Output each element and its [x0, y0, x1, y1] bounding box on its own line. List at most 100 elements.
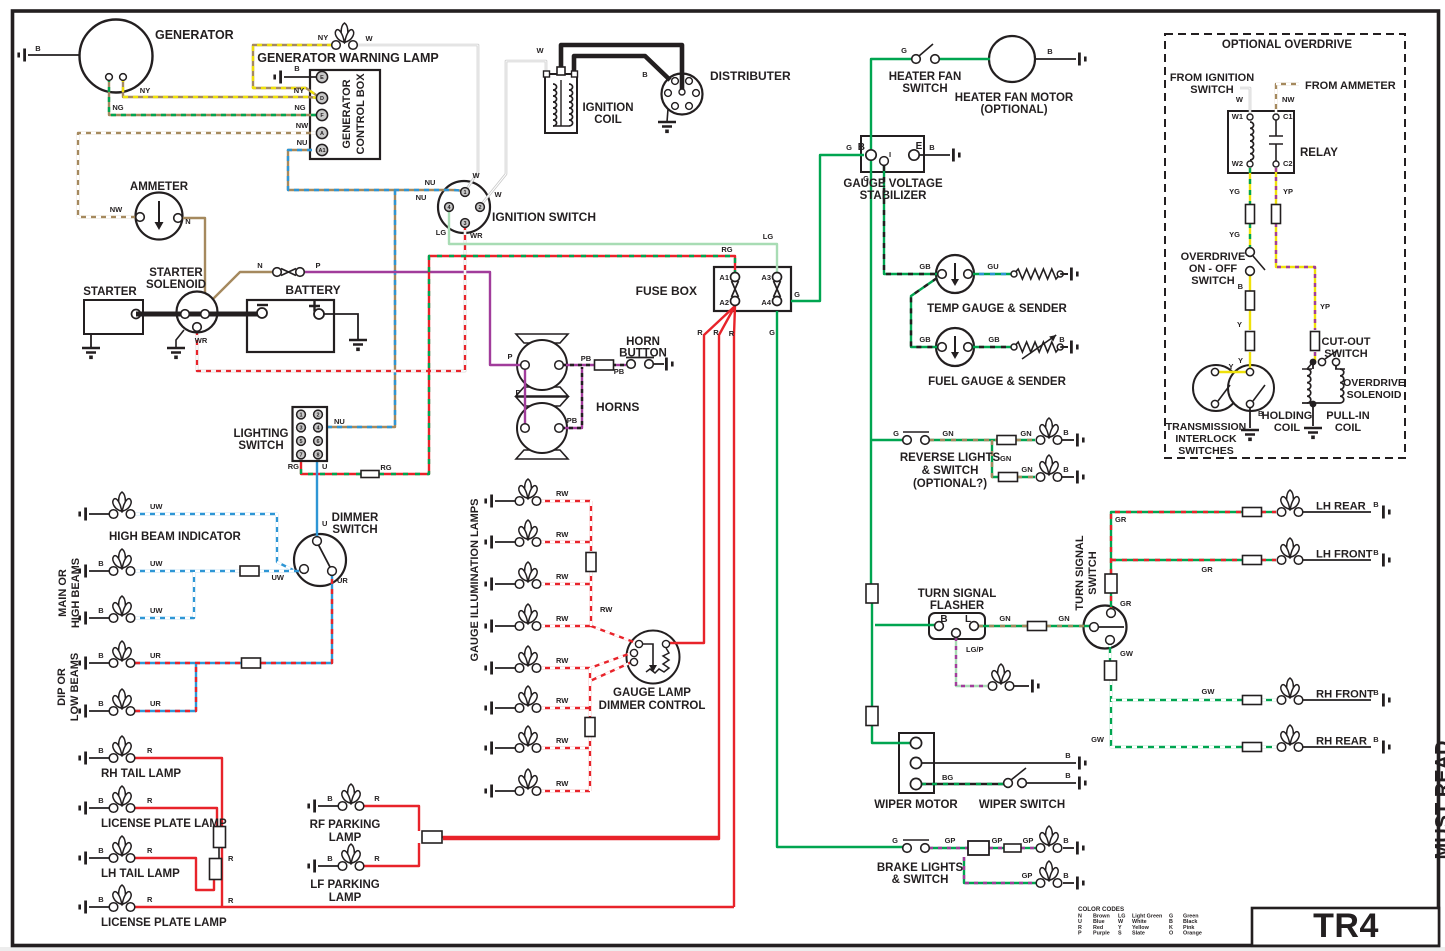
- svg-text:8: 8: [316, 453, 319, 459]
- svg-text:COLOR CODES: COLOR CODES: [1078, 906, 1124, 913]
- svg-text:A2: A2: [719, 298, 729, 307]
- svg-text:B: B: [327, 794, 333, 803]
- svg-text:LICENSE PLATE LAMP: LICENSE PLATE LAMP: [101, 917, 227, 929]
- svg-text:B: B: [327, 854, 333, 863]
- svg-text:RW: RW: [556, 779, 569, 788]
- svg-text:C2: C2: [1283, 159, 1293, 168]
- svg-text:YP: YP: [1320, 302, 1330, 311]
- svg-text:S: S: [1118, 931, 1122, 937]
- svg-text:GP: GP: [945, 836, 956, 845]
- svg-text:G: G: [769, 328, 775, 337]
- svg-text:G: G: [892, 836, 898, 845]
- svg-text:G: G: [901, 46, 907, 55]
- svg-text:GU: GU: [987, 262, 998, 271]
- svg-text:B: B: [1065, 771, 1071, 780]
- svg-text:SOLENOID: SOLENOID: [1347, 389, 1402, 401]
- svg-text:PB: PB: [567, 416, 578, 425]
- svg-text:5: 5: [299, 439, 302, 445]
- svg-text:RELAY: RELAY: [1300, 147, 1338, 159]
- svg-text:SWITCH: SWITCH: [1087, 551, 1099, 594]
- svg-text:CUT-OUT: CUT-OUT: [1322, 336, 1371, 348]
- svg-text:R: R: [147, 746, 153, 755]
- svg-text:W1: W1: [1232, 112, 1243, 121]
- svg-text:LAMP: LAMP: [329, 832, 362, 844]
- svg-text:TR4: TR4: [1313, 907, 1379, 945]
- svg-text:3: 3: [463, 221, 466, 227]
- svg-text:TEMP GAUGE & SENDER: TEMP GAUGE & SENDER: [927, 303, 1067, 315]
- svg-text:Yellow: Yellow: [1132, 925, 1150, 931]
- svg-text:HORNS: HORNS: [596, 400, 639, 414]
- svg-text:U: U: [322, 519, 327, 528]
- svg-text:P: P: [515, 388, 520, 397]
- svg-text:YG: YG: [1229, 187, 1240, 196]
- svg-text:ON - OFF: ON - OFF: [1189, 263, 1238, 275]
- svg-text:UW: UW: [150, 559, 163, 568]
- svg-text:G: G: [794, 290, 800, 299]
- svg-text:G: G: [1169, 914, 1173, 920]
- svg-text:WIPER MOTOR: WIPER MOTOR: [874, 799, 958, 811]
- svg-text:P: P: [315, 261, 320, 270]
- svg-text:Blue: Blue: [1093, 919, 1105, 925]
- svg-text:W: W: [536, 46, 544, 55]
- svg-text:B: B: [98, 895, 104, 904]
- svg-text:RW: RW: [600, 605, 613, 614]
- svg-text:2: 2: [316, 413, 319, 419]
- svg-text:G: G: [863, 174, 869, 183]
- svg-text:B: B: [98, 796, 104, 805]
- svg-text:LG: LG: [763, 232, 774, 241]
- svg-text:HEATER FAN: HEATER FAN: [889, 71, 962, 83]
- svg-text:Y: Y: [1237, 320, 1242, 329]
- svg-text:FROM AMMETER: FROM AMMETER: [1305, 80, 1396, 92]
- svg-text:MUST READ: MUST READ: [1432, 741, 1445, 860]
- svg-text:B: B: [1063, 871, 1069, 880]
- svg-text:TRANSMISSION: TRANSMISSION: [1166, 421, 1247, 433]
- svg-text:White: White: [1132, 919, 1147, 925]
- svg-text:B: B: [1373, 735, 1379, 744]
- svg-text:B: B: [98, 559, 104, 568]
- svg-text:CONTROL BOX: CONTROL BOX: [355, 73, 367, 155]
- svg-text:HIGH BEAMS: HIGH BEAMS: [70, 558, 82, 628]
- svg-text:B: B: [294, 64, 300, 73]
- svg-text:Purple: Purple: [1093, 931, 1110, 937]
- svg-text:RW: RW: [556, 489, 569, 498]
- svg-text:U: U: [322, 462, 327, 471]
- svg-text:W: W: [494, 190, 502, 199]
- svg-text:UR: UR: [337, 576, 348, 585]
- svg-text:PB: PB: [581, 354, 592, 363]
- svg-text:YG: YG: [1229, 230, 1240, 239]
- svg-text:FUSE BOX: FUSE BOX: [636, 284, 697, 298]
- svg-text:RH FRONT: RH FRONT: [1316, 689, 1374, 701]
- svg-text:LF PARKING: LF PARKING: [310, 879, 379, 891]
- svg-text:R: R: [1078, 925, 1082, 931]
- svg-text:B: B: [1238, 282, 1244, 291]
- svg-text:(OPTIONAL?): (OPTIONAL?): [913, 478, 987, 490]
- svg-text:A: A: [320, 131, 324, 137]
- svg-text:NU: NU: [416, 193, 427, 202]
- svg-text:NW: NW: [296, 121, 309, 130]
- svg-text:D: D: [320, 96, 324, 102]
- svg-text:NY: NY: [318, 33, 328, 42]
- svg-text:N: N: [257, 261, 262, 270]
- svg-text:AMMETER: AMMETER: [130, 181, 189, 193]
- svg-text:1: 1: [299, 413, 302, 419]
- svg-text:REVERSE LIGHTS: REVERSE LIGHTS: [900, 452, 1001, 464]
- svg-text:GN: GN: [1021, 465, 1032, 474]
- svg-text:GAUGE ILLUMINATION LAMPS: GAUGE ILLUMINATION LAMPS: [469, 499, 481, 662]
- svg-text:B: B: [35, 44, 41, 53]
- svg-text:BG: BG: [942, 773, 953, 782]
- svg-text:RW: RW: [556, 572, 569, 581]
- svg-text:GAUGE LAMP: GAUGE LAMP: [613, 687, 691, 699]
- svg-text:NW: NW: [110, 205, 123, 214]
- svg-text:2: 2: [478, 205, 481, 211]
- svg-text:UW: UW: [150, 502, 163, 511]
- svg-text:WR: WR: [195, 336, 208, 345]
- svg-text:GR: GR: [1201, 565, 1213, 574]
- svg-text:GN: GN: [1020, 429, 1031, 438]
- svg-text:PULL-IN: PULL-IN: [1326, 410, 1369, 422]
- svg-text:L: L: [965, 614, 971, 625]
- svg-text:K: K: [1169, 925, 1173, 931]
- svg-text:SWITCHES: SWITCHES: [1178, 445, 1233, 457]
- svg-text:RG: RG: [380, 463, 391, 472]
- svg-text:NU: NU: [334, 417, 345, 426]
- svg-text:G: G: [846, 143, 852, 152]
